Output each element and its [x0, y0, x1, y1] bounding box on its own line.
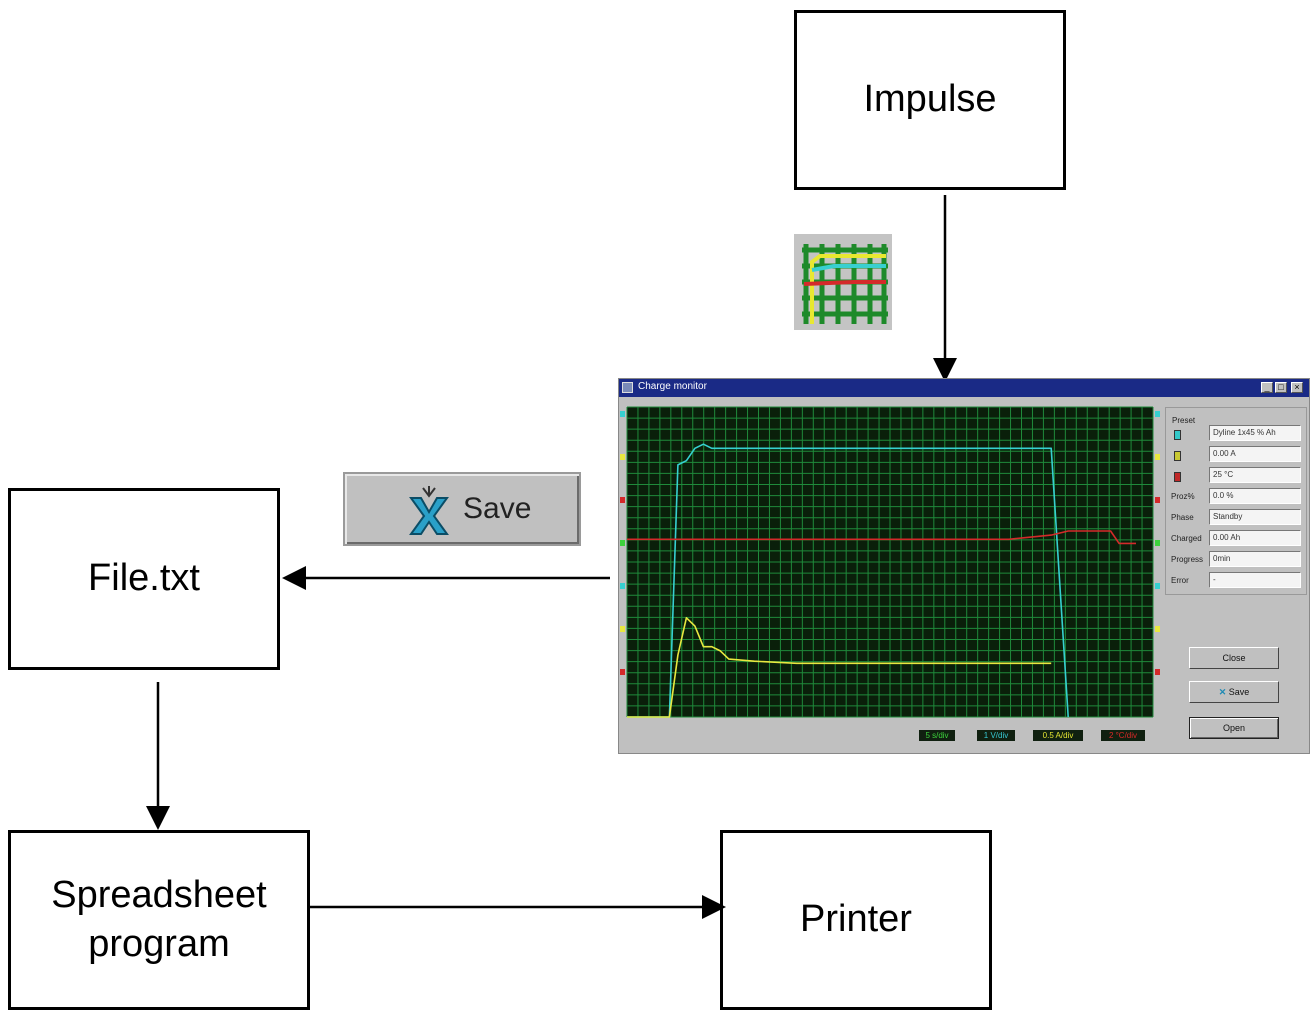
axis-tick-marker [1155, 626, 1160, 632]
field-charged[interactable]: 0.00 Ah [1209, 530, 1301, 546]
arrowhead-right-printer [702, 895, 726, 919]
save-small-icon: ✕ [1218, 687, 1227, 697]
save-button-label: Save [463, 492, 532, 525]
label-proz: Proz% [1171, 492, 1195, 501]
spreadsheet-label-line1: Spreadsheet [51, 873, 267, 916]
temperature-line [627, 530, 1136, 545]
save-x-icon [409, 486, 449, 535]
chart-grid-icon [802, 244, 888, 324]
panel-preset-label: Preset [1172, 416, 1196, 425]
axis-tick-marker [620, 497, 625, 503]
spreadsheet-program-box: Spreadsheet program [8, 830, 310, 1010]
label-charged: Charged [1171, 534, 1202, 543]
spreadsheet-label-line2: program [88, 923, 230, 965]
printer-box: Printer [720, 830, 992, 1010]
file-txt-label: File.txt [88, 557, 200, 600]
close-button[interactable]: Close [1189, 647, 1279, 669]
close-icon[interactable]: × [1291, 382, 1303, 393]
save-button-small[interactable]: ✕ Save [1189, 681, 1279, 703]
charge-monitor-window: Charge monitor _ □ × Preset Dyline 1x45 … [618, 378, 1310, 754]
label-progress: Progress [1171, 555, 1204, 564]
file-txt-box: File.txt [8, 488, 280, 670]
axis-tick-marker [1155, 540, 1160, 546]
axis-tick-marker [620, 411, 625, 417]
maximize-icon[interactable]: □ [1275, 382, 1287, 393]
plot-grid [626, 406, 1154, 718]
charge-plot [620, 406, 1160, 718]
axis-tick-marker [1155, 497, 1160, 503]
axis-tick-marker [620, 626, 625, 632]
scale-voltage: 1 V/div [977, 730, 1015, 741]
current-color-chip [1174, 451, 1181, 461]
window-app-icon [622, 382, 633, 393]
window-titlebar[interactable]: Charge monitor _ □ × [619, 379, 1309, 397]
arrowhead-left-file [282, 566, 306, 590]
field-temperature[interactable]: 25 °C [1209, 467, 1301, 483]
open-button[interactable]: Open [1189, 717, 1279, 739]
axis-tick-marker [1155, 411, 1160, 417]
scale-time: 5 s/div [919, 730, 955, 741]
status-panel: Preset [1165, 407, 1307, 595]
save-small-label: Save [1228, 687, 1250, 697]
plot-series [627, 443, 1136, 718]
minimize-icon[interactable]: _ [1261, 382, 1273, 393]
field-current[interactable]: 0.00 A [1209, 446, 1301, 462]
window-title: Charge monitor [638, 381, 707, 392]
axis-tick-marker [620, 669, 625, 675]
temperature-color-chip [1174, 472, 1181, 482]
field-error[interactable]: - [1209, 572, 1301, 588]
axis-tick-markers [620, 411, 1160, 675]
field-progress[interactable]: 0min [1209, 551, 1301, 567]
axis-tick-marker [1155, 669, 1160, 675]
field-preset[interactable]: Dyline 1x45 % Ah [1209, 425, 1301, 441]
charge-monitor-icon [794, 234, 892, 330]
current-line [627, 617, 1052, 718]
axis-tick-marker [1155, 583, 1160, 589]
impulse-box: Impulse [794, 10, 1066, 190]
axis-tick-marker [620, 454, 625, 460]
arrowhead-down-monitor [933, 358, 957, 382]
label-phase: Phase [1171, 513, 1194, 522]
printer-label: Printer [800, 898, 912, 941]
impulse-label: Impulse [863, 78, 997, 121]
arrowhead-down-spreadsheet [146, 806, 170, 830]
field-phase[interactable]: Standby [1209, 509, 1301, 525]
label-error: Error [1171, 576, 1189, 585]
axis-tick-marker [620, 583, 625, 589]
voltage-color-chip [1174, 430, 1181, 440]
scale-temperature: 2 °C/div [1101, 730, 1145, 741]
axis-tick-marker [1155, 454, 1160, 460]
scale-current: 0.5 A/div [1033, 730, 1083, 741]
field-proz[interactable]: 0.0 % [1209, 488, 1301, 504]
save-button-large[interactable]: Save [343, 472, 581, 546]
axis-tick-marker [620, 540, 625, 546]
voltage-line [627, 443, 1069, 718]
